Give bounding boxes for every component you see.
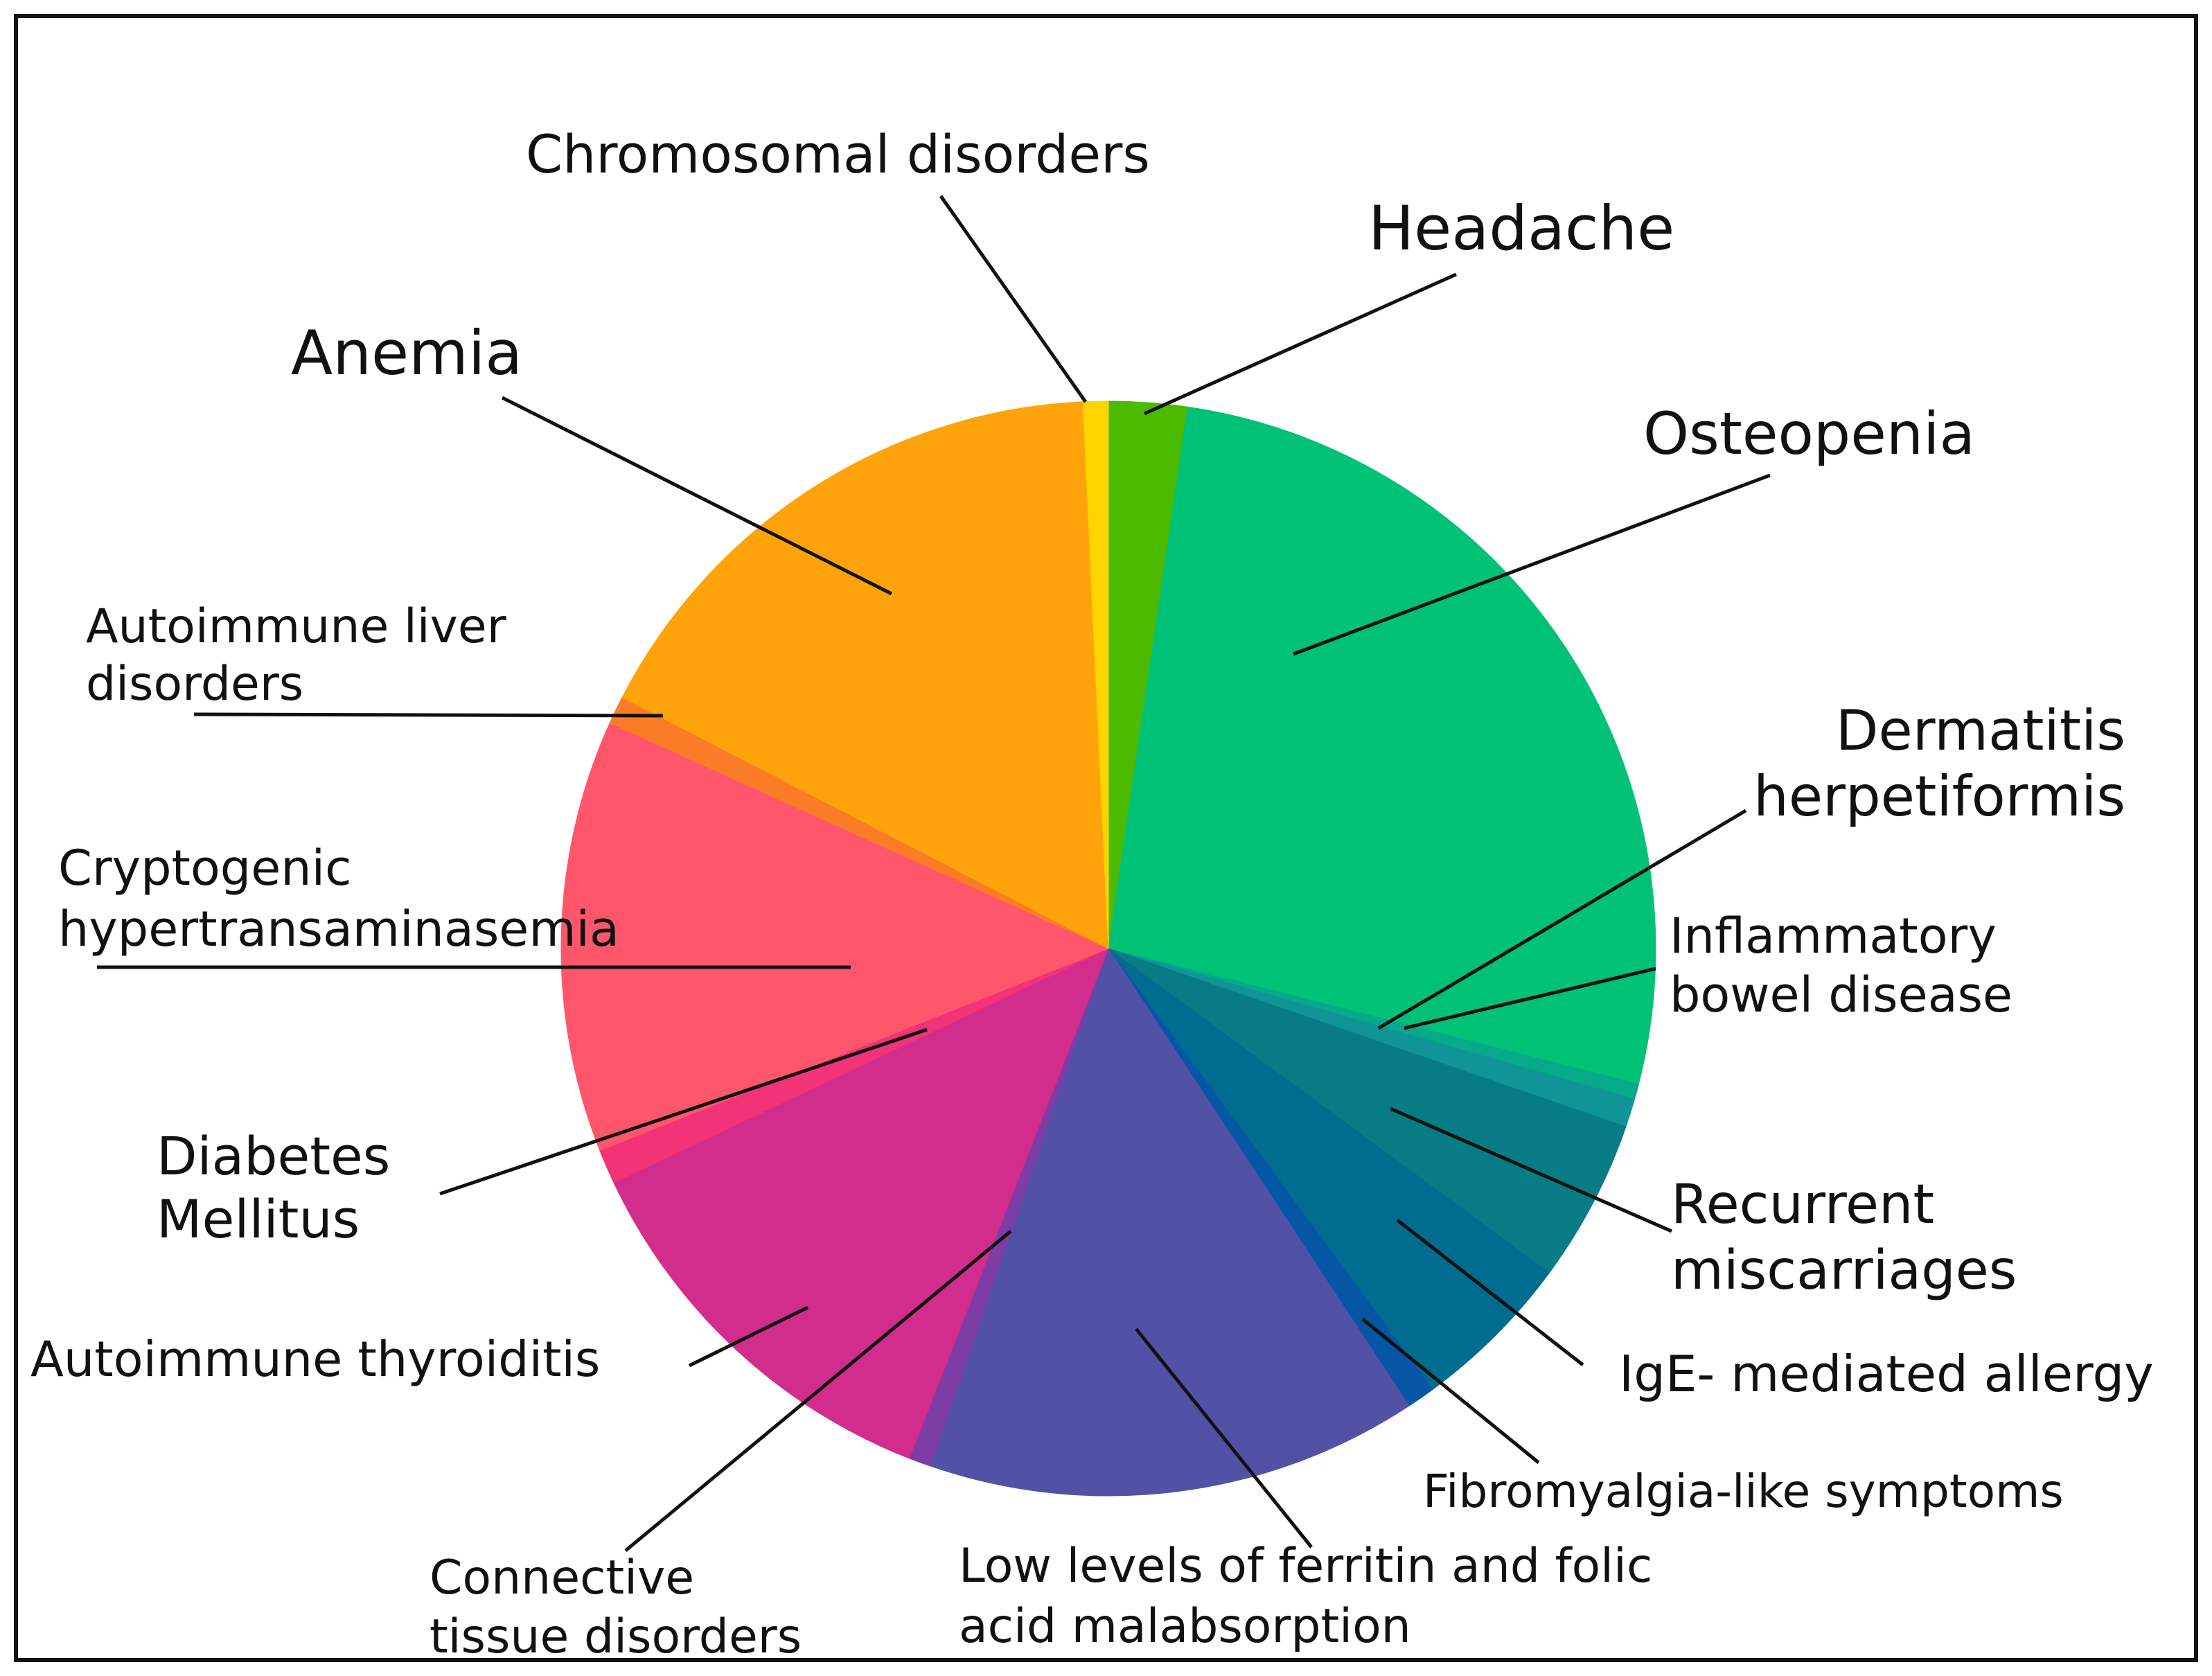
leader-connective [624,1230,1012,1552]
label-ferritin-line2: acid malabsorption [959,1599,1411,1654]
pie-slice-ige-mediated-allergy [1108,948,1550,1391]
pie-slice-cryptogenic-hypertransaminasemia [560,722,1110,1152]
pie-slice-chromosomal-disorders [1082,400,1109,949]
label-fibro: Fibromyalgia-like symptoms [1423,1465,2064,1518]
leader-chromosomal [939,195,1088,403]
label-autoimmune-liver-line1: Autoimmune liver [86,599,506,654]
label-ibd-line2: bowel disease [1670,967,2012,1023]
leader-diabetes [439,1027,928,1196]
label-dermatitis-line1: Dermatitis [1836,698,2125,763]
pie-slice-recurrent-miscarriages [1108,948,1627,1273]
label-connective-line1: Connective [430,1551,694,1605]
leader-ferritin [1135,1327,1313,1549]
label-chromosomal: Chromosomal disorders [526,123,1150,185]
slice-labels: Chromosomal disorders Headache Anemia Os… [30,123,2154,1664]
leader-recurrent [1390,1106,1672,1233]
label-autoimmune-liver-line2: disorders [86,657,303,712]
leader-fibro [1361,1318,1540,1464]
leader-osteopenia [1293,473,1771,656]
label-diabetes-line2: Mellitus [157,1188,360,1250]
pie-slice-low-levels-of-ferritin-and-folic-acid-malabsorption [930,947,1410,1497]
label-thyroiditis: Autoimmune thyroiditis [30,1331,600,1388]
pie-slice-osteopenia [1108,406,1656,1085]
label-ige: IgE- mediated allergy [1619,1345,2154,1403]
leader-anemia [501,396,893,596]
label-connective-line2: tissue disorders [430,1609,802,1664]
label-headache: Headache [1368,193,1674,264]
label-cryptogenic-line2: hypertransaminasemia [58,901,619,958]
pie-slice-anemia [621,401,1109,949]
label-recurrent-line1: Recurrent [1671,1174,1934,1236]
leader-thyroiditis [688,1305,809,1368]
label-diabetes-line1: Diabetes [157,1125,390,1187]
label-anemia: Anemia [291,317,522,389]
label-cryptogenic-line1: Cryptogenic [58,840,352,897]
label-dermatitis-line2: herpetiformis [1753,764,2125,829]
pie-slice-autoimmune-thyroiditis [613,948,1109,1459]
leader-ibd [1404,967,1656,1030]
label-ibd-line1: Inflammatory [1670,908,1997,964]
leader-dermatitis [1377,809,1747,1030]
leader-ige [1396,1219,1584,1366]
label-recurrent-line2: miscarriages [1671,1240,2017,1302]
pie-slices [560,400,1656,1497]
label-ferritin-line1: Low levels of ferritin and folic [959,1539,1652,1594]
leader-lines [97,195,1771,1552]
leader-autoimmune-liver [193,712,664,718]
label-osteopenia: Osteopenia [1643,400,1975,468]
leader-headache [1143,272,1458,416]
